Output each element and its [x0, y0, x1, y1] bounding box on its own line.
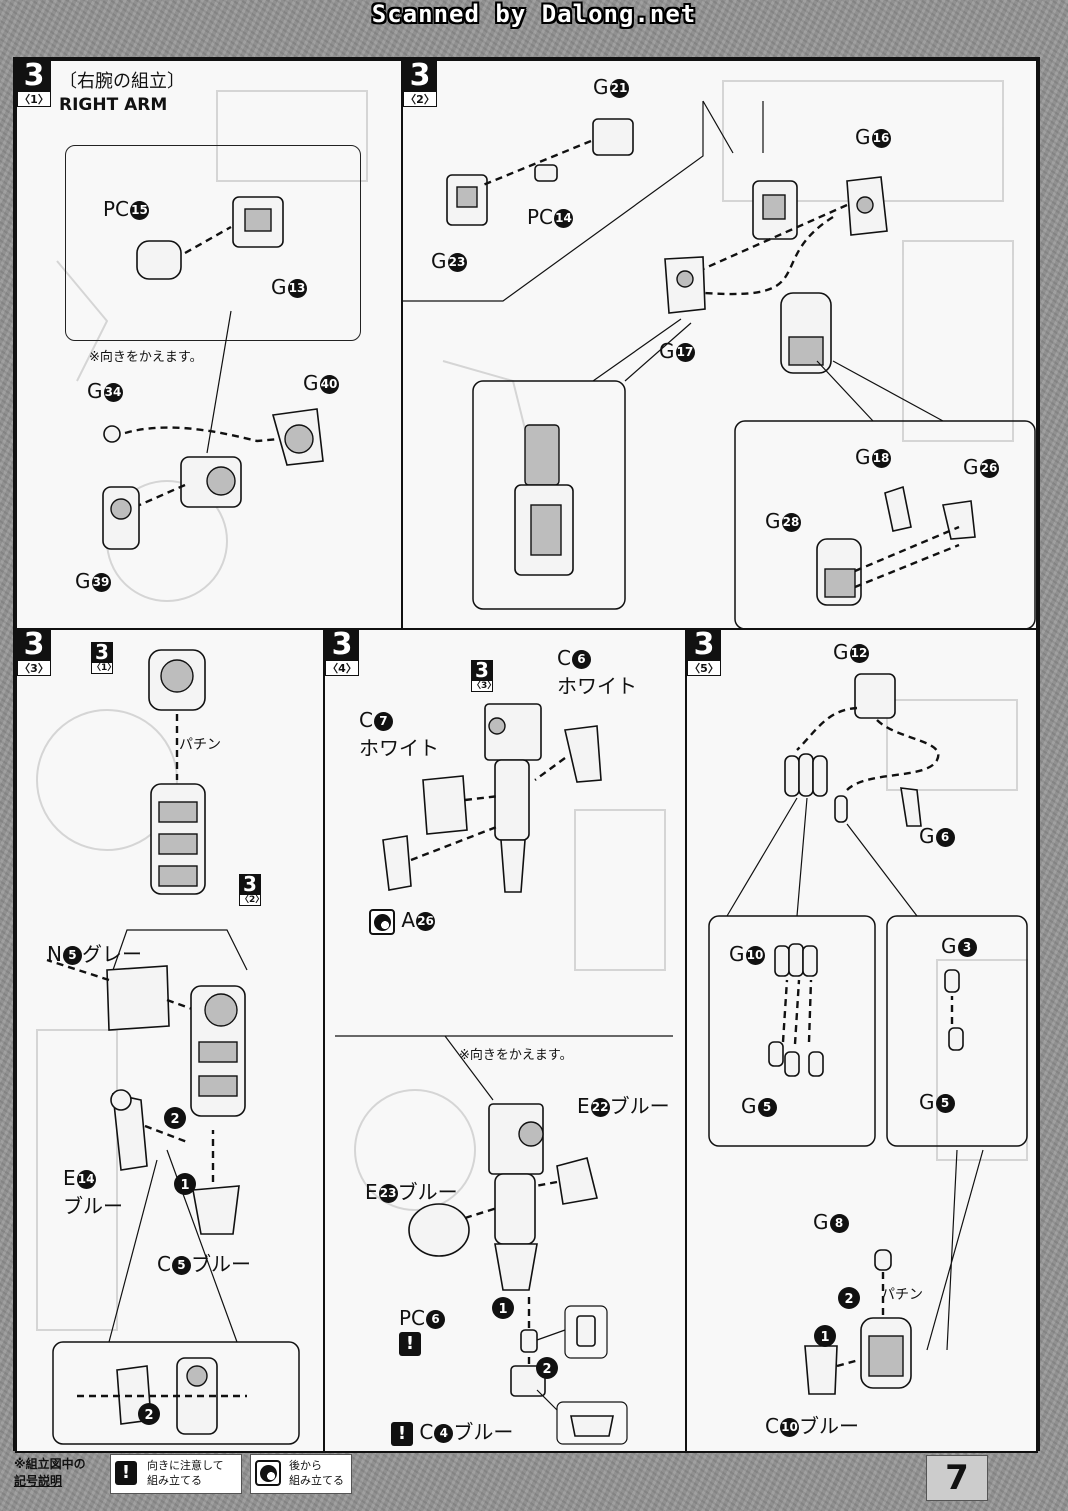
orientation-note: ※向きをかえます。 — [89, 350, 203, 365]
legend-rear-assembly: 後から組み立てる — [250, 1454, 352, 1494]
step-reference-3-2: 3〈2〉 — [239, 872, 265, 906]
panel-step-3-3: 3 〈3〉 3〈1〉 3〈2〉 2 1 — [15, 628, 327, 1453]
step-sub: 〈1〉 — [17, 91, 51, 107]
orientation-note: ※向きをかえます。 — [459, 1048, 573, 1063]
step-sub: 〈3〉 — [17, 660, 51, 676]
svg-text:2: 2 — [542, 1362, 551, 1377]
step-reference-3-3: 3〈3〉 — [471, 658, 497, 692]
rear-assembly-icon — [255, 1460, 281, 1486]
parts-drawing-2 — [403, 100, 1036, 630]
step-sub: 〈5〉 — [687, 660, 721, 676]
snap-sound: パチン — [179, 737, 221, 753]
parts-drawing-4: 1 2 — [335, 703, 673, 1445]
step-badge: 3 — [403, 61, 437, 91]
panel-step-3-4: 3 〈4〉 3〈3〉 1 2 — [323, 628, 689, 1453]
step-badge: 3 — [17, 630, 51, 660]
svg-text:1: 1 — [820, 1330, 829, 1345]
panel-step-3-5: 3 〈5〉 — [685, 628, 1038, 1453]
svg-text:1: 1 — [180, 1178, 189, 1193]
panel-step-3-2: 3 〈2〉 — [401, 59, 1038, 632]
svg-text:1: 1 — [498, 1302, 507, 1317]
svg-text:2: 2 — [170, 1112, 179, 1127]
svg-text:2: 2 — [144, 1408, 153, 1423]
caution-icon: ! — [391, 1421, 413, 1446]
parts-drawing-5: 2 1 — [708, 673, 1028, 1395]
step-badge: 3 — [687, 630, 721, 660]
caution-icon: ! — [115, 1461, 137, 1485]
snap-sound: パチン — [881, 1287, 923, 1303]
legend-title: ※組立図中の記号説明 — [14, 1457, 86, 1488]
step-sub: 〈2〉 — [403, 91, 437, 107]
section-title-en: RIGHT ARM — [59, 95, 168, 115]
step-badge: 3 — [325, 630, 359, 660]
page-number: 7 — [926, 1455, 988, 1501]
step-badge: 3 — [17, 61, 51, 91]
parts-drawing-3: 2 1 2 — [46, 649, 300, 1445]
symbol-legend: ※組立図中の記号説明 ! 向きに注意して組み立てる 後から組み立てる — [0, 1452, 1068, 1511]
legend-caution: ! 向きに注意して組み立てる — [110, 1454, 242, 1494]
step-reference-3-1: 3〈1〉 — [91, 640, 117, 674]
section-title-jp: 〔右腕の組立〕 — [59, 71, 185, 92]
svg-text:2: 2 — [844, 1292, 853, 1307]
subassembly-box — [65, 145, 361, 341]
rear-assembly-icon — [369, 908, 395, 935]
step-sub: 〈4〉 — [325, 660, 359, 676]
parts-drawing-1 — [102, 196, 324, 550]
scan-header: Scanned by Dalong.net — [371, 0, 697, 28]
caution-icon: ! — [399, 1331, 421, 1356]
